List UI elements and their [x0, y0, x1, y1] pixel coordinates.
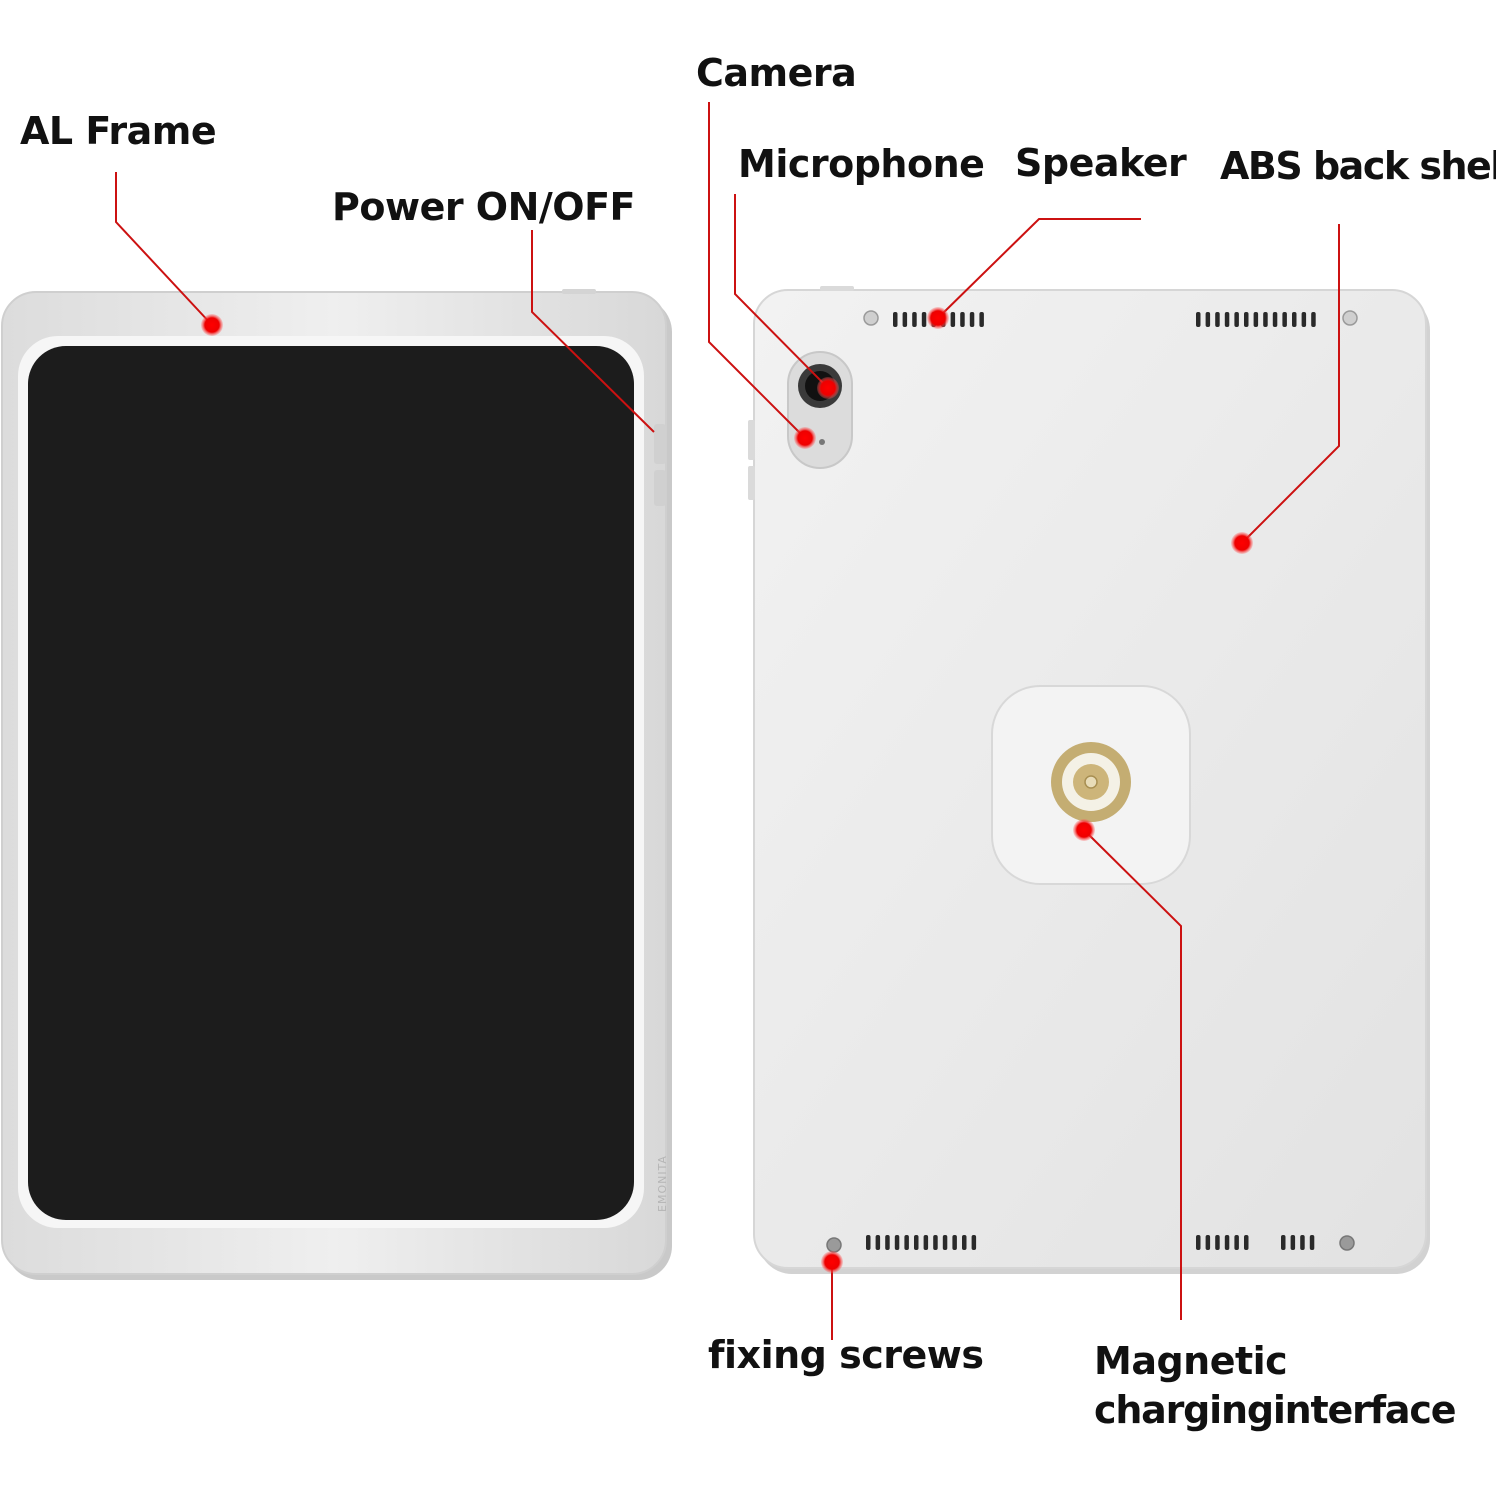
- top-left-grille-slot: [902, 312, 908, 327]
- top-right-grille-slot: [1234, 312, 1239, 327]
- label-magnetic-line1: Magnetic: [1094, 1339, 1288, 1383]
- top-button: [562, 289, 596, 294]
- bottom-left-screw-icon: [826, 1237, 842, 1253]
- marker-camera: [817, 377, 839, 399]
- bottom-mid-grille-slot: [1196, 1235, 1201, 1250]
- top-right-grille-slot: [1205, 312, 1211, 327]
- top-right-grille-slot: [1311, 312, 1316, 327]
- bottom-mid-grille-slot: [1224, 1235, 1230, 1250]
- top-right-grille-slot: [1253, 312, 1259, 327]
- leader-line-camera: [708, 102, 806, 439]
- label-speaker: Speaker: [1015, 141, 1187, 185]
- bottom-mid-grille-slot: [1205, 1235, 1211, 1250]
- marker-microphone: [794, 427, 816, 449]
- top-right-grille-slot: [1244, 312, 1249, 327]
- top-right-screw-icon: [1342, 310, 1358, 326]
- top-right-grille-slot: [1224, 312, 1230, 327]
- back-side-button-2: [748, 466, 755, 500]
- bottom-right-screw-icon: [1339, 1235, 1355, 1251]
- screen: [28, 346, 634, 1220]
- bottom-left-grille-slot: [866, 1235, 871, 1250]
- camera-flash-hole: [819, 439, 825, 445]
- marker-speaker: [927, 307, 949, 329]
- bottom-right-grille-slot: [1309, 1235, 1315, 1250]
- back-top-button: [820, 286, 854, 291]
- bottom-right-grille-slot: [1281, 1235, 1286, 1250]
- markers: [201, 307, 1253, 1273]
- front-tablet: EMONITA: [1, 289, 672, 1280]
- label-camera: Camera: [696, 51, 857, 95]
- back-side-button-1: [748, 420, 755, 460]
- top-right-grille-slot: [1292, 312, 1297, 327]
- leader-line-microphone: [734, 194, 829, 389]
- bottom-mid-grille-slot: [1244, 1235, 1249, 1250]
- label-microphone: Microphone: [738, 142, 985, 186]
- marker-magnetic: [1073, 819, 1095, 841]
- top-right-grille-slot: [1282, 312, 1287, 327]
- marker-fixing-screws: [821, 1251, 843, 1273]
- top-left-grille-slot: [950, 312, 956, 327]
- bottom-left-grille-slot: [914, 1235, 919, 1250]
- back-tablet: [748, 286, 1430, 1274]
- bottom-left-grille-slot: [971, 1235, 977, 1250]
- label-abs-back-shell: ABS back shell: [1220, 144, 1496, 188]
- bottom-mid-grille-slot: [1215, 1235, 1220, 1250]
- top-left-grille-slot: [921, 312, 927, 327]
- bottom-left-grille-slot: [923, 1235, 929, 1250]
- top-left-grille-slot: [969, 312, 975, 327]
- top-right-grille-slot: [1272, 312, 1278, 327]
- top-left-grille-slot: [912, 312, 917, 327]
- leader-line-speaker: [937, 218, 1141, 319]
- top-right-grille-slot: [1263, 312, 1268, 327]
- top-left-grille-slot: [979, 312, 984, 327]
- bottom-right-grille-slot: [1290, 1235, 1296, 1250]
- top-right-grille-slot: [1196, 312, 1201, 327]
- leader-line-al-frame: [115, 172, 213, 326]
- bottom-right-grille-slot: [1300, 1235, 1305, 1250]
- bottom-left-grille-slot: [933, 1235, 938, 1250]
- bottom-left-grille-slot: [952, 1235, 957, 1250]
- label-power: Power ON/OFF: [332, 185, 636, 229]
- top-left-grille-slot: [893, 312, 898, 327]
- bottom-mid-grille-slot: [1234, 1235, 1239, 1250]
- leader-lines: [115, 102, 1340, 1340]
- top-left-screw-icon: [863, 310, 879, 326]
- marker-al-frame: [201, 314, 223, 336]
- volume-button: [654, 470, 666, 506]
- marker-abs-shell: [1231, 532, 1253, 554]
- leader-line-magnetic: [1083, 829, 1182, 1320]
- bottom-left-grille-slot: [875, 1235, 881, 1250]
- top-right-grille-slot: [1301, 312, 1307, 327]
- leader-line-power: [531, 230, 655, 433]
- bottom-left-grille-slot: [885, 1235, 890, 1250]
- bottom-left-grille-slot: [904, 1235, 909, 1250]
- bottom-left-grille-slot: [962, 1235, 967, 1250]
- label-magnetic-line2: charginginterface: [1094, 1388, 1456, 1432]
- bottom-left-grille-slot: [894, 1235, 900, 1250]
- label-fixing-screws: fixing screws: [708, 1333, 984, 1377]
- magnetic-connector-pin: [1084, 775, 1098, 789]
- brand-text: EMONITA: [656, 1155, 669, 1212]
- bottom-left-grille-slot: [942, 1235, 948, 1250]
- leader-line-abs-shell: [1241, 224, 1340, 544]
- power-button: [654, 424, 666, 464]
- top-right-grille-slot: [1215, 312, 1220, 327]
- top-left-grille-slot: [960, 312, 965, 327]
- label-al-frame: AL Frame: [20, 109, 217, 153]
